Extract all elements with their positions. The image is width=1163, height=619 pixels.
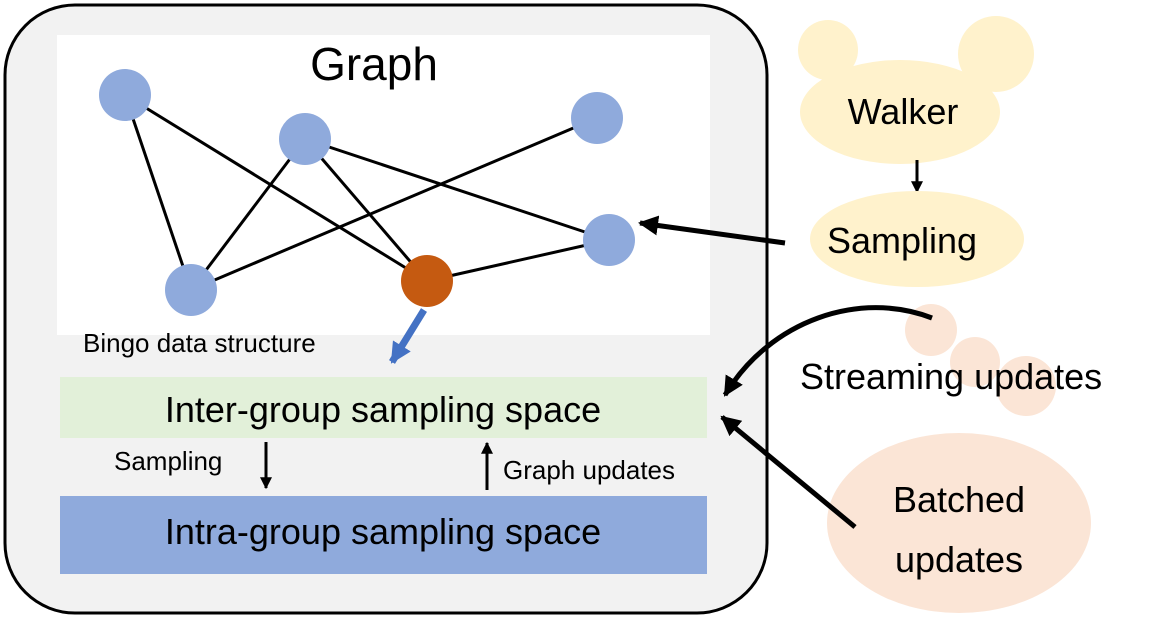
edge <box>304 137 610 242</box>
batched-ellipse <box>827 433 1091 613</box>
blue-arrow <box>389 308 427 364</box>
edge <box>189 138 307 291</box>
bingo-label: Bingo data structure <box>83 328 316 358</box>
graph-node <box>165 264 217 316</box>
graph-edges <box>123 93 610 292</box>
sampling-right-label: Sampling <box>827 220 977 261</box>
graph-node <box>279 113 331 165</box>
graph-node <box>571 92 623 144</box>
sampling-ellipse <box>810 191 1024 287</box>
graph-title: Graph <box>310 38 438 90</box>
bubble <box>905 304 957 356</box>
batched-label-line1: Batched <box>893 479 1025 520</box>
streaming-updates-label: Streaming updates <box>800 356 1102 397</box>
walker-ear-right <box>958 16 1034 92</box>
batched-label-line2: updates <box>895 539 1023 580</box>
graph-node <box>583 214 635 266</box>
edge <box>426 238 610 283</box>
sampling-down-label: Sampling <box>114 446 222 476</box>
streaming-arrow <box>722 305 933 397</box>
edge <box>303 138 429 282</box>
walker-label: Walker <box>848 91 959 132</box>
batched-arrow <box>720 415 857 529</box>
graph-nodes <box>99 69 635 316</box>
bubble <box>950 337 1000 387</box>
walker-body <box>800 60 1000 164</box>
edge <box>190 116 598 292</box>
edge <box>123 94 193 291</box>
inter-group-box <box>60 377 707 438</box>
graph-node <box>99 69 151 121</box>
highlighted-node <box>401 255 453 307</box>
intra-group-label: Intra-group sampling space <box>165 511 601 552</box>
inter-group-label: Inter-group sampling space <box>165 389 601 430</box>
walker-ear-left <box>798 20 858 80</box>
intra-group-box <box>60 496 707 574</box>
walker-shape <box>798 16 1034 164</box>
sampling-to-node-arrow <box>638 215 786 246</box>
edge <box>124 93 428 283</box>
graph-updates-label: Graph updates <box>503 455 675 485</box>
streaming-bubbles <box>905 304 1056 416</box>
bubble <box>996 356 1056 416</box>
